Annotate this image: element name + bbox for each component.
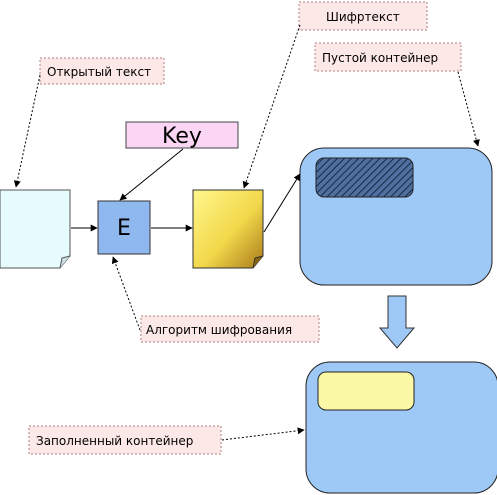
filled-container-pointer bbox=[221, 427, 305, 441]
plaintext-pointer bbox=[13, 74, 41, 188]
empty-container bbox=[299, 147, 493, 286]
plaintext-document bbox=[0, 189, 71, 269]
empty-container-note: Пустой контейнер bbox=[314, 42, 462, 72]
algorithm-pointer bbox=[111, 256, 141, 331]
plaintext-note: Открытый текст bbox=[39, 57, 165, 85]
empty-container-label: Пустой контейнер bbox=[322, 51, 438, 65]
key-label: Key bbox=[162, 124, 202, 149]
filled-container bbox=[305, 361, 497, 494]
ciphertext-label: Шифртекст bbox=[326, 10, 400, 24]
filled-container-note: Заполненный контейнер bbox=[28, 425, 222, 455]
down-arrow-icon bbox=[378, 295, 416, 349]
filled-slot bbox=[317, 371, 415, 411]
ciphertext-pointer bbox=[242, 24, 301, 189]
empty-container-pointer bbox=[457, 71, 480, 147]
algorithm-note: Алгоритм шифрования bbox=[140, 315, 320, 343]
ciphertext-to-container-arrow bbox=[263, 173, 301, 233]
ciphertext-note: Шифртекст bbox=[298, 1, 428, 31]
key-to-encryptor-arrow bbox=[119, 148, 184, 201]
hatched-slot bbox=[315, 157, 414, 198]
plaintext-label: Открытый текст bbox=[47, 65, 151, 79]
key-box: Key bbox=[125, 121, 239, 149]
ciphertext-document bbox=[192, 189, 264, 269]
encryptor-label: E bbox=[117, 216, 131, 241]
filled-container-label: Заполненный контейнер bbox=[36, 434, 193, 448]
algorithm-label: Алгоритм шифрования bbox=[146, 323, 292, 337]
encryptor-box: E bbox=[97, 200, 151, 255]
